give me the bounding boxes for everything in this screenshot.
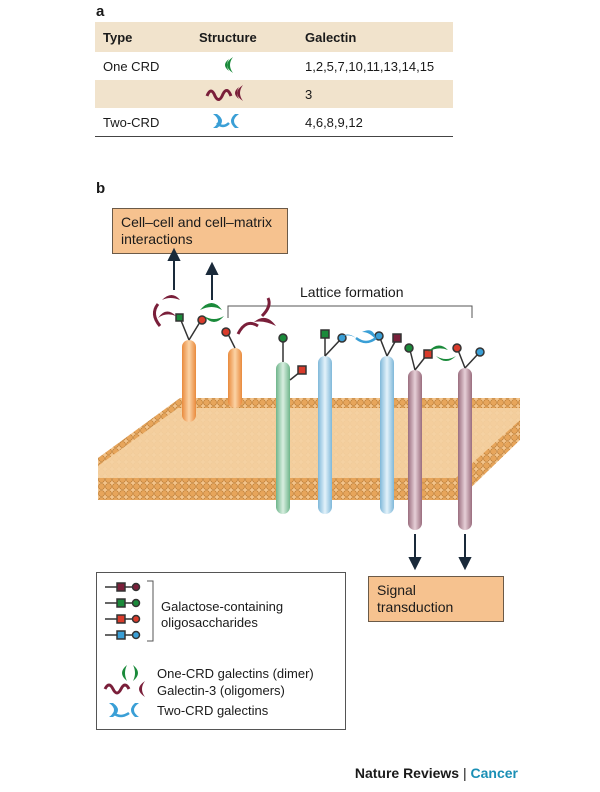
galectin-3-icon (191, 80, 297, 108)
panel-b-label: b (96, 180, 106, 197)
row-galectins: 3 (297, 80, 453, 108)
header-galectin: Galectin (297, 22, 453, 52)
row-galectins: 1,2,5,7,10,11,13,14,15 (305, 58, 435, 74)
legend: Galactose-containing oligosaccharides On… (96, 572, 346, 730)
lattice-bracket (227, 305, 473, 318)
table-row: One CRD 1,2,5,7,10,11,13,14,15 (95, 52, 453, 80)
legend-oligo-label: Galactose-containing oligosaccharides (161, 599, 284, 630)
header-structure: Structure (191, 22, 297, 52)
journal-name: Nature Reviews (354, 765, 460, 781)
panel-a-label: a (96, 3, 105, 20)
legend-gal3: Galectin-3 (oligomers) (157, 683, 285, 698)
legend-one-crd: One-CRD galectins (dimer) (157, 666, 314, 681)
row-galectins: 4,6,8,9,12 (297, 108, 453, 137)
cell-membrane (98, 398, 520, 500)
table-row: Two-CRD 4,6,8,9,12 (95, 108, 453, 137)
signal-box: Signal transduction (368, 576, 504, 622)
galectin-table: Type Structure Galectin One CRD 1,2,5,7,… (95, 22, 453, 137)
receptors (182, 340, 472, 530)
interactions-box: Cell–cell and cell–matrix interactions (112, 208, 288, 254)
arrows-up (167, 247, 219, 300)
row-type: One CRD (103, 58, 160, 74)
legend-symbols (103, 580, 154, 718)
table-row: 3 (95, 80, 453, 108)
legend-two-crd: Two-CRD galectins (157, 703, 269, 718)
header-type: Type (95, 22, 191, 52)
galectins (153, 295, 456, 361)
table-header: Type Structure Galectin (95, 22, 453, 52)
arrows-down (408, 534, 472, 571)
row-type (95, 80, 191, 108)
signal-label: Signal transduction (377, 582, 454, 615)
oligosaccharide-chains (175, 313, 485, 381)
two-crd-icon (191, 108, 297, 137)
journal-section: Cancer (470, 765, 518, 781)
interactions-label: Cell–cell and cell–matrix interactions (121, 214, 272, 247)
row-type: Two-CRD (95, 108, 191, 137)
credit-separator: | (463, 765, 467, 781)
lattice-label: Lattice formation (300, 284, 404, 300)
journal-credit: Nature Reviews | Cancer (355, 765, 518, 781)
one-crd-icon (191, 52, 297, 80)
